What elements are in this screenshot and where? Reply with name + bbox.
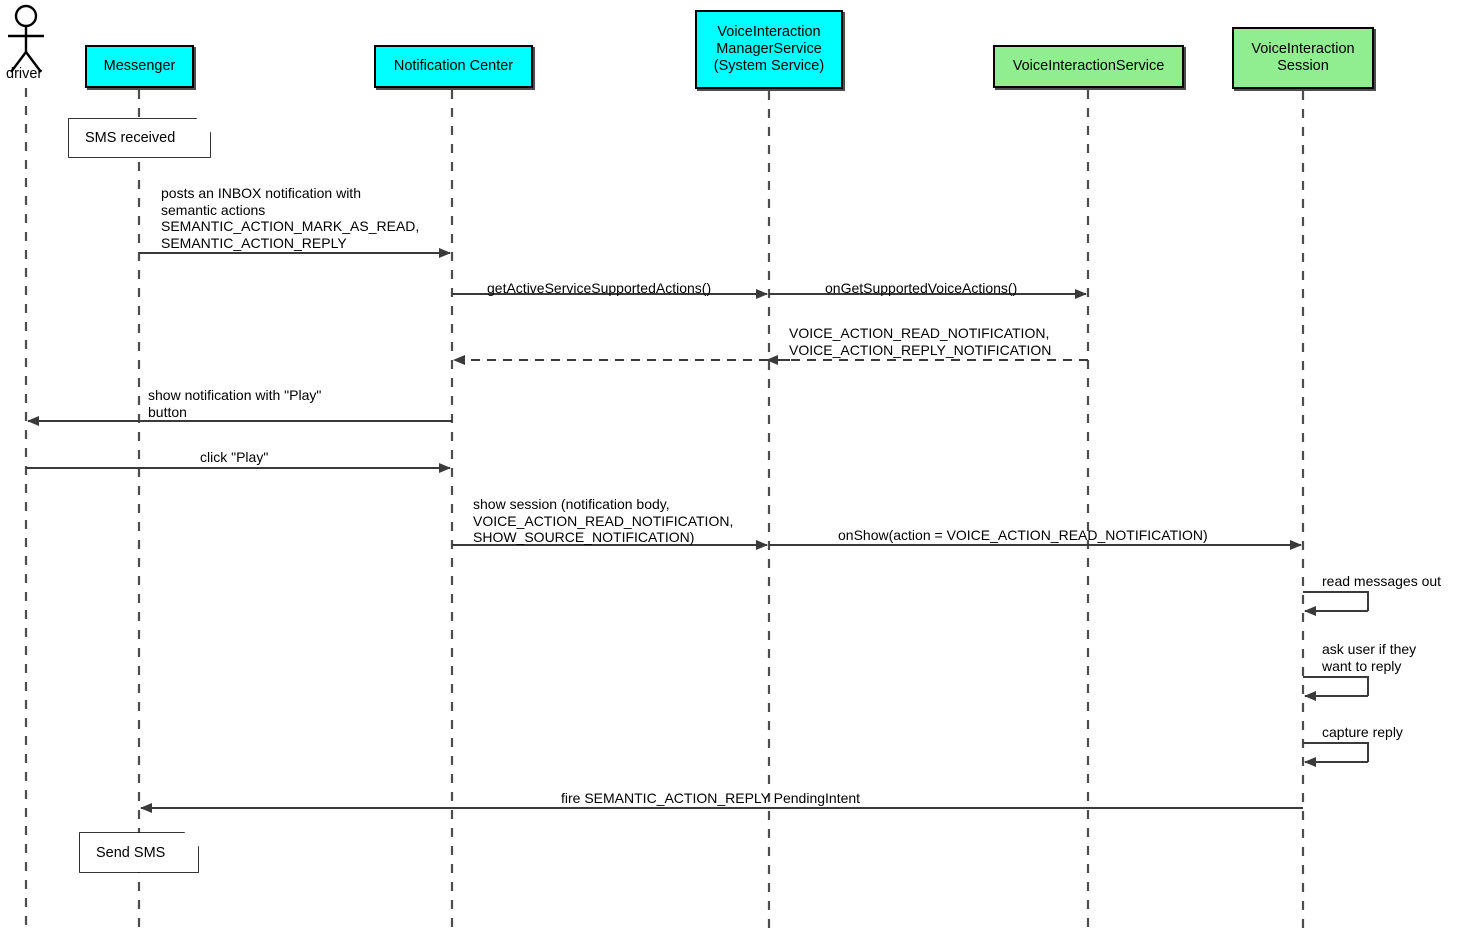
participant-voice-interaction-session[interactable]: VoiceInteraction Session (1232, 27, 1374, 89)
lifelines (24, 88, 1305, 929)
self-message-label-capture-reply: capture reply (1322, 724, 1403, 740)
note-sms-received: SMS received (69, 119, 210, 157)
participant-voice-interaction-manager-service-label: VoiceInteraction ManagerService (System … (713, 24, 825, 74)
actor-driver-label: driver (6, 66, 43, 82)
note-sms-received-label: SMS received (85, 130, 176, 146)
self-ask-user-reply-shape (1303, 676, 1369, 701)
participant-voice-interaction-service[interactable]: VoiceInteractionService (993, 45, 1184, 88)
message-label-show-session: show session (notification body, VOICE_A… (473, 496, 734, 545)
self-capture-reply-shape (1303, 742, 1369, 767)
participant-voice-interaction-service-label: VoiceInteractionService (1012, 58, 1165, 74)
message-label-on-get-supported-voice-actions: onGetSupportedVoiceActions() (825, 280, 1018, 296)
self-read-messages-out-shape (1303, 591, 1369, 616)
note-send-sms: Send SMS (80, 833, 198, 872)
participant-notification-center[interactable]: Notification Center (374, 45, 533, 88)
message-arrows (26, 248, 1303, 813)
participant-notification-center-label: Notification Center (393, 58, 514, 74)
participant-messenger[interactable]: Messenger (85, 45, 194, 88)
message-label-get-active-service-supported-actions: getActiveServiceSupportedActions() (487, 280, 712, 296)
note-send-sms-label: Send SMS (96, 844, 166, 861)
message-label-show-notification: show notification with "Play" button (148, 387, 322, 420)
participant-messenger-label: Messenger (103, 58, 176, 74)
self-message-label-read-messages-out: read messages out (1322, 573, 1442, 589)
participant-voice-interaction-session-label: VoiceInteraction Session (1251, 41, 1355, 74)
participant-voice-interaction-manager-service[interactable]: VoiceInteraction ManagerService (System … (695, 10, 843, 89)
self-message-label-ask-user-reply: ask user if they want to reply (1322, 641, 1417, 674)
actor-driver-icon (8, 4, 44, 73)
message-label-click-play: click "Play" (200, 449, 269, 465)
self-message-arrows (1303, 591, 1369, 767)
message-label-on-show: onShow(action = VOICE_ACTION_READ_NOTIFI… (838, 527, 1208, 543)
message-label-post-notification: posts an INBOX notification with semanti… (161, 185, 420, 251)
message-label-return-supported-actions: VOICE_ACTION_READ_NOTIFICATION, VOICE_AC… (789, 325, 1052, 358)
message-label-fire-pending-intent: fire SEMANTIC_ACTION_REPLY PendingIntent (561, 790, 861, 806)
